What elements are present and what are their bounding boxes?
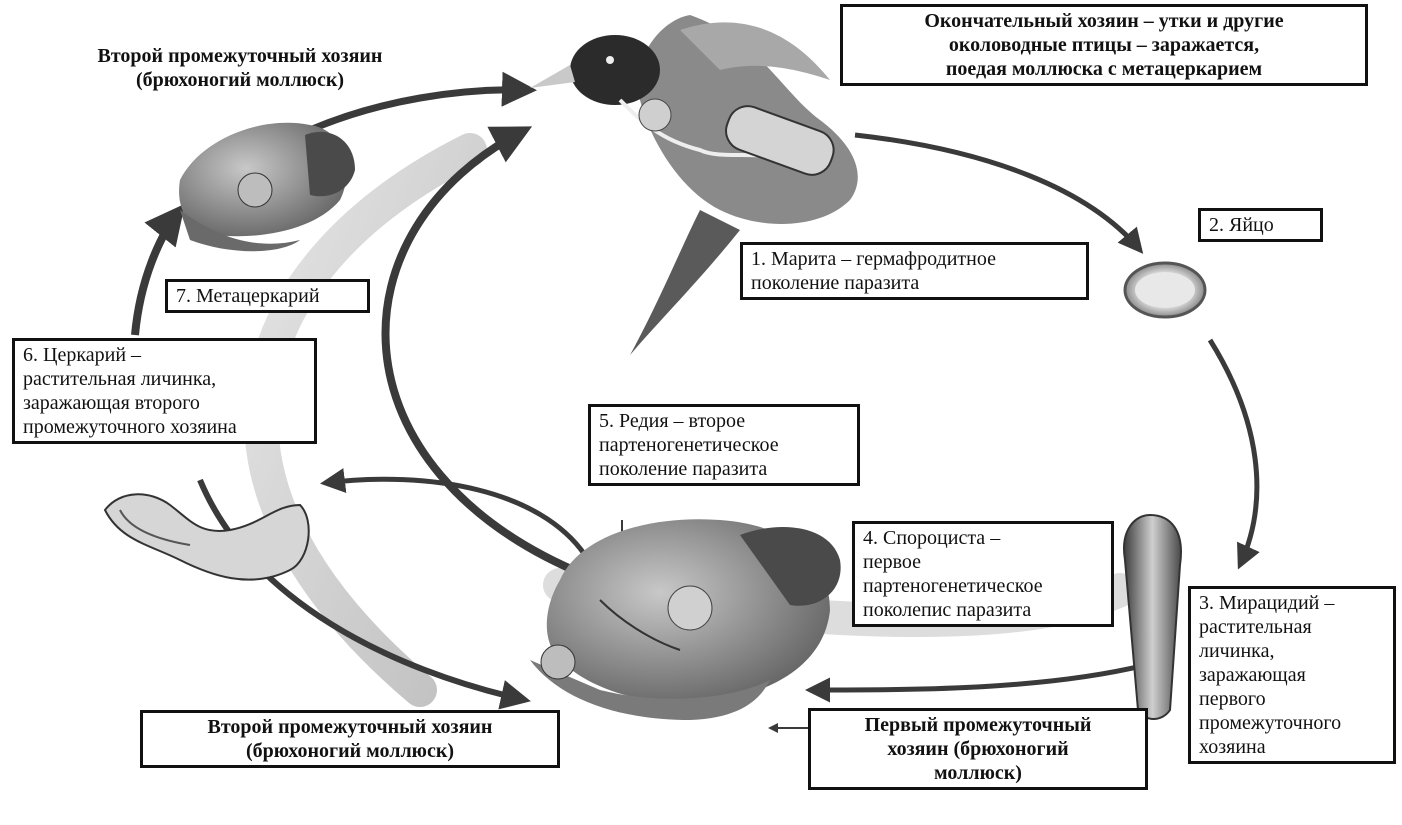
arrow-egg-to-miracidium [1210, 340, 1257, 565]
stage-3-line-2: растительная [1199, 615, 1385, 639]
first-host-line-1: Первый промежуточный [819, 713, 1137, 737]
stage-5-line-1: 5. Редия – второе [599, 409, 849, 433]
stage-4-line-4: поколепис паразита [863, 598, 1103, 622]
snail-illustration-center [530, 519, 841, 720]
label-stage-3: 3. Мирацидий – растительная личинка, зар… [1188, 586, 1396, 764]
stage-4-line-2: первое [863, 550, 1103, 574]
stage-3-line-7: хозяина [1199, 735, 1385, 759]
stage-5-line-2: партеногенетическое [599, 433, 849, 457]
arrow-metacercaria-to-snail [135, 210, 180, 335]
stage-3-line-5: первого [1199, 687, 1385, 711]
stage-1-line-2: поколение паразита [751, 271, 1078, 295]
arrow-second-snail-to-duck [310, 90, 530, 130]
stage-3-line-6: промежуточного [1199, 711, 1385, 735]
egg-icon [1125, 263, 1205, 317]
definitive-host-line-2: околоводные птицы – заражается, [851, 33, 1357, 57]
definitive-host-line-1: Окончательный хозяин – утки и другие [851, 9, 1357, 33]
second-host-bottom-line-1: Второй промежуточный хозяин [151, 715, 549, 739]
stage-3-line-3: личинка, [1199, 639, 1385, 663]
stage-1-line-1: 1. Марита – гермафродитное [751, 247, 1078, 271]
label-stage-4: 4. Спороциста – первое партеногенетическ… [852, 521, 1114, 627]
first-host-line-2: хозяин (брюхоногий [819, 737, 1137, 761]
label-stage-1: 1. Марита – гермафродитное поколение пар… [740, 242, 1089, 300]
stage-6-line-3: заражающая второго [23, 391, 306, 415]
second-host-top-line-2: (брюхоногий моллюск) [20, 68, 460, 92]
stage-7-line-1: 7. Метацеркарий [176, 284, 359, 308]
arrow-duck-to-egg [855, 135, 1140, 250]
miracidium-icon [1124, 515, 1181, 719]
stage-6-line-2: растительная личинка, [23, 367, 306, 391]
first-host-line-3: моллюск) [819, 761, 1137, 785]
definitive-host-line-3: поедая моллюска с метацеркарием [851, 57, 1357, 81]
label-stage-5: 5. Редия – второе партеногенетическое по… [588, 404, 860, 486]
arrow-miracidium-to-snail [810, 660, 1165, 690]
label-stage-2: 2. Яйцо [1198, 208, 1323, 242]
stage-5-line-3: поколение паразита [599, 457, 849, 481]
label-second-host-top: Второй промежуточный хозяин (брюхоногий … [20, 44, 460, 92]
stage-4-line-1: 4. Спороциста – [863, 526, 1103, 550]
label-first-host: Первый промежуточный хозяин (брюхоногий … [808, 708, 1148, 790]
stage-6-line-1: 6. Церкарий – [23, 343, 306, 367]
stage-2-line-1: 2. Яйцо [1209, 213, 1312, 237]
stage-6-line-4: промежуточного хозяина [23, 415, 306, 439]
label-stage-7: 7. Метацеркарий [165, 279, 370, 313]
label-stage-6: 6. Церкарий – растительная личинка, зара… [12, 338, 317, 444]
label-second-host-bottom: Второй промежуточный хозяин (брюхоногий … [140, 710, 560, 768]
stage-3-line-4: заражающая [1199, 663, 1385, 687]
second-host-bottom-line-2: (брюхоногий моллюск) [151, 739, 549, 763]
second-host-top-line-1: Второй промежуточный хозяин [20, 44, 460, 68]
stage-4-line-3: партеногенетическое [863, 574, 1103, 598]
duck-illustration [530, 15, 858, 355]
label-definitive-host: Окончательный хозяин – утки и другие око… [840, 4, 1368, 86]
stage-3-line-1: 3. Мирацидий – [1199, 591, 1385, 615]
